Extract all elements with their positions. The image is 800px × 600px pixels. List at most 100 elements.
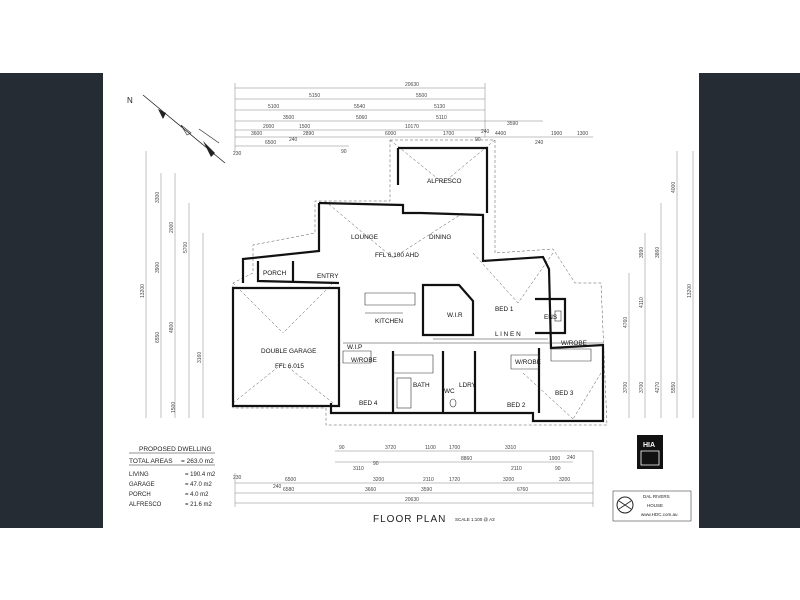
right-dim-v4: 3990 — [639, 247, 645, 258]
top-dim-c2: 5060 — [356, 115, 367, 121]
top-dim-e3: 6000 — [385, 131, 396, 137]
hia-logo: HIA Housing Industry Association — [603, 435, 663, 528]
titleblock-line2: HOUSE — [647, 503, 663, 508]
top-dim-e6: 1900 — [551, 131, 562, 137]
area-row-value: = 47.0 m2 — [185, 482, 213, 488]
bot-dim-r5c: 240 — [567, 455, 576, 461]
area-row-label: PORCH — [129, 492, 151, 498]
room-labels: ALFRESCO LOUNGE DINING FFL 6.100 AHD POR… — [261, 178, 587, 409]
area-total-label: TOTAL AREAS — [129, 458, 173, 465]
room-wrobe-1: W/ROBE — [561, 340, 587, 347]
bottom-dimensions: 90 3720 1100 1700 3310 1900 3110 90 8860… — [233, 445, 594, 507]
top-dim-e4: 1700 — [443, 131, 454, 137]
left-dim-v8: 3160 — [197, 352, 203, 363]
area-row-label: ALFRESCO — [129, 502, 162, 508]
room-kitchen: KITCHEN — [375, 318, 403, 325]
top-dim-a1: 5150 — [309, 93, 320, 99]
right-dim-v5: 4110 — [639, 297, 645, 308]
walls — [231, 146, 605, 423]
area-row-label: GARAGE — [129, 482, 155, 488]
area-row-label: LIVING — [129, 472, 149, 478]
bot-dim-r3b: 3200 — [373, 477, 384, 483]
room-wip: W.I.P — [347, 344, 362, 351]
top-dimensions: 20630 5150 5500 5100 5540 5130 3500 5060… — [233, 82, 593, 157]
drawing-title: FLOOR PLAN SCALE 1:100 @ A3 — [373, 514, 495, 525]
room-ldry: LDRY — [459, 382, 477, 389]
bot-dim-r1d: 1700 — [449, 445, 460, 451]
area-heading: PROPOSED DWELLING — [139, 446, 212, 453]
top-dim-d1: 2000 — [263, 124, 274, 130]
top-dim-f2: 240 — [289, 137, 298, 143]
bot-dim-r1e: 3310 — [505, 445, 516, 451]
bot-dim-r3f: 3200 — [559, 477, 570, 483]
room-alfresco: ALFRESCO — [427, 178, 461, 185]
bot-dim-r2e: 90 — [555, 466, 561, 472]
left-dim-v7: 4800 — [169, 322, 175, 333]
top-dim-f1: 6500 — [265, 140, 276, 146]
bot-dim-r1a: 90 — [339, 445, 345, 451]
top-dim-f4: 240 — [481, 129, 490, 135]
bot-dim-r3d: 1720 — [449, 477, 460, 483]
title-block: DAL RIVERS HOUSE www.HDC.com.au — [612, 490, 692, 522]
top-dim-d2: 1500 — [299, 124, 310, 130]
titleblock-line1: DAL RIVERS — [643, 494, 670, 499]
bot-dim-r4a: 6580 — [283, 487, 294, 493]
bot-dim-r2c: 8860 — [461, 456, 472, 462]
bot-dim-r3c: 2110 — [423, 477, 434, 483]
top-dim-b2: 5540 — [354, 104, 365, 110]
top-dim-c4: 3590 — [507, 121, 518, 127]
room-bath: BATH — [413, 382, 430, 389]
north-label: N — [127, 96, 133, 105]
bot-dim-r5a: 230 — [233, 475, 242, 481]
room-bed2: BED 2 — [507, 402, 526, 409]
right-dim-v8: 3700 — [639, 382, 645, 393]
top-dim-a2: 5500 — [416, 93, 427, 99]
right-dim-v2: 4000 — [671, 182, 677, 193]
top-dim-e5: 4400 — [495, 131, 506, 137]
room-ffl-garage: FFL 6.015 — [275, 363, 304, 370]
left-dim-v2: 3300 — [155, 192, 161, 203]
top-dim-d3: 10170 — [405, 124, 419, 130]
top-dim-e2: 2890 — [303, 131, 314, 137]
room-bed4: BED 4 — [359, 400, 378, 407]
top-dim-c3: 5110 — [436, 115, 447, 121]
bot-dim-r5b: 240 — [273, 484, 282, 490]
hia-logo-text: HIA — [643, 442, 655, 449]
floor-plan-scale: SCALE 1:100 @ A3 — [455, 517, 495, 522]
bot-dim-r3e: 3200 — [503, 477, 514, 483]
room-wc: WC — [444, 388, 455, 395]
bot-dim-r2a: 3110 — [353, 466, 364, 472]
room-wrobe-2: W/ROBE — [351, 357, 377, 364]
floor-plan-title: FLOOR PLAN — [373, 514, 446, 525]
bot-dim-r2d: 2110 — [511, 466, 522, 472]
right-dim-v1: 13200 — [687, 284, 693, 298]
bot-dim-r1b: 3720 — [385, 445, 396, 451]
area-schedule: PROPOSED DWELLING TOTAL AREAS = 263.0 m2… — [129, 446, 216, 508]
top-dim-overall: 20630 — [405, 82, 419, 88]
floor-plan-sheet: N 20630 5150 5500 5100 5540 5130 3500 50… — [103, 73, 699, 528]
left-dim-v9: 1500 — [171, 402, 177, 413]
bot-dim-r3a: 6500 — [285, 477, 296, 483]
bot-dim-r1c: 1100 — [425, 445, 436, 451]
left-dim-v1: 13200 — [140, 284, 146, 298]
bot-dim-r4b: 3660 — [365, 487, 376, 493]
room-entry: ENTRY — [317, 273, 339, 280]
top-dim-e1: 3600 — [251, 131, 262, 137]
area-total-value: = 263.0 m2 — [181, 458, 214, 465]
left-dim-v6: 6550 — [155, 332, 161, 343]
bot-dim-overall: 20630 — [405, 497, 419, 503]
right-dimensions: 13200 4000 3860 3990 4110 4760 3700 3700… — [623, 151, 694, 418]
top-dim-g2: 240 — [535, 140, 544, 146]
left-dim-v3: 3900 — [155, 262, 161, 273]
right-dim-v10: 4270 — [655, 382, 661, 393]
titleblock-line3: www.HDC.com.au — [641, 512, 678, 517]
room-dining: DINING — [429, 234, 451, 241]
left-dimensions: 13200 3300 3900 2000 5700 6550 4800 3160… — [140, 151, 204, 418]
area-row-value: = 21.6 m2 — [185, 502, 213, 508]
area-row-value: = 190.4 m2 — [185, 472, 216, 478]
top-dim-g1: 230 — [233, 151, 242, 157]
room-wir: W.I.R — [447, 312, 463, 319]
bot-dim-r1f: 1900 — [549, 456, 560, 462]
room-bed3: BED 3 — [555, 390, 574, 397]
room-double-garage: DOUBLE GARAGE — [261, 348, 316, 355]
